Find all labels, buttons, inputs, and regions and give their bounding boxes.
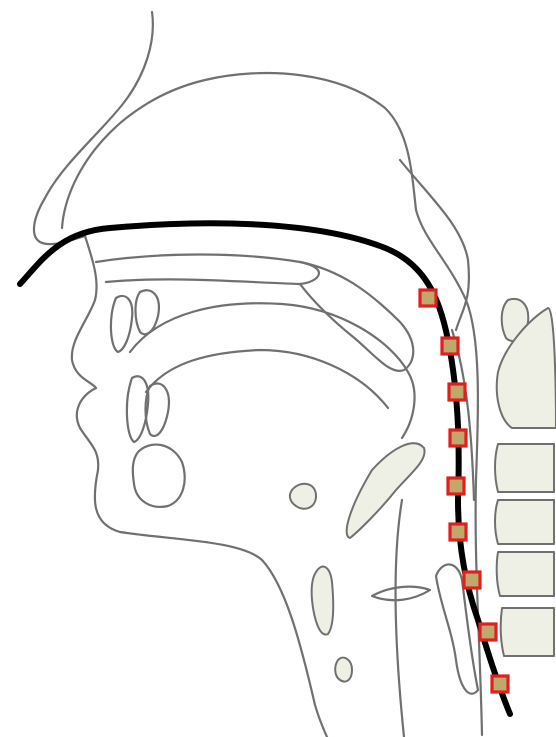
sensor-marker-2 (442, 338, 458, 354)
sensor-markers (420, 290, 508, 692)
upper-lip-line (72, 236, 97, 388)
upper-incisor (111, 296, 132, 352)
mandible (133, 445, 185, 507)
sensor-marker-3 (449, 384, 465, 400)
face-profile-line (34, 12, 153, 244)
hard-palate (96, 255, 319, 285)
sensor-marker-6 (450, 524, 466, 540)
sensor-marker-1 (420, 290, 436, 306)
sensor-marker-5 (448, 478, 464, 494)
cervical-vertebra-c6 (501, 608, 554, 656)
tongue-dorsum (130, 303, 415, 438)
thyroid-cartilage (312, 567, 334, 635)
trachea-anterior-wall (395, 500, 404, 737)
cricoid-cartilage (335, 658, 352, 682)
lower-lip-line (77, 388, 98, 470)
hyoid-bone (290, 484, 316, 509)
cervical-vertebra-c3 (495, 444, 554, 492)
sensor-marker-7 (464, 572, 480, 588)
cervical-vertebra-c5 (497, 552, 554, 596)
vocal-fold (372, 587, 430, 601)
epiglottis (347, 443, 425, 538)
sensor-marker-4 (450, 430, 466, 446)
nasal-cavity-outline (62, 73, 482, 735)
cervical-vertebra-c4 (495, 500, 554, 544)
sensor-marker-8 (480, 624, 496, 640)
sensor-marker-9 (492, 676, 508, 692)
chin-jaw-line (95, 470, 327, 737)
tongue-inner-line (146, 350, 388, 408)
